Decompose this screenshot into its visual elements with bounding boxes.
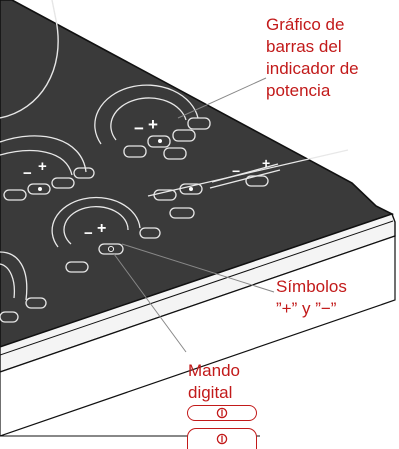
power-bar-graph-outer bbox=[94, 84, 199, 145]
control-symbol bbox=[38, 187, 42, 191]
symbols-label-line: Símbolos bbox=[276, 277, 347, 296]
control-pill bbox=[147, 135, 171, 148]
panel-divider bbox=[147, 149, 349, 197]
control-pill bbox=[27, 183, 51, 195]
control-pill bbox=[25, 297, 47, 309]
power-bar-graph-outer bbox=[0, 135, 87, 173]
control-symbol bbox=[158, 139, 162, 143]
power-symbol-icon bbox=[216, 407, 228, 419]
minus-plus-bar bbox=[209, 169, 281, 189]
symbols-label: Símbolos ”+” y ”−” bbox=[276, 276, 396, 320]
minus-symbol-icon: − bbox=[134, 119, 144, 138]
control-pill bbox=[3, 189, 27, 201]
control-pill bbox=[98, 243, 124, 255]
symbols-label-line: ”+” y ”−” bbox=[276, 299, 337, 318]
power-bar-graph-inner bbox=[0, 149, 73, 176]
power-indicator-label-line: barras del bbox=[266, 37, 342, 56]
digital-control-label-line: Mando bbox=[188, 361, 240, 380]
cooktop-base-frame bbox=[0, 235, 396, 437]
control-pill bbox=[187, 117, 211, 130]
power-bar-graph-outer bbox=[0, 251, 28, 301]
power-bar-graph-inner bbox=[110, 97, 187, 141]
control-pill bbox=[0, 311, 19, 323]
digital-control-button bbox=[187, 405, 257, 421]
control-pill bbox=[172, 129, 196, 142]
control-group-center bbox=[51, 196, 161, 273]
control-group-lower-left bbox=[0, 251, 47, 323]
power-indicator-label-line: indicador de bbox=[266, 59, 359, 78]
control-pill bbox=[51, 177, 75, 189]
control-group-left bbox=[0, 135, 95, 201]
power-symbol-icon bbox=[216, 433, 228, 445]
digital-control-label: Mando digital bbox=[188, 360, 268, 404]
control-pill bbox=[123, 145, 147, 158]
power-symbol-icon bbox=[107, 245, 115, 253]
power-bar-graph-outer bbox=[51, 196, 141, 248]
plus-symbol-icon: + bbox=[148, 115, 158, 134]
digital-control-label-line: digital bbox=[188, 383, 233, 402]
control-group-right bbox=[94, 84, 211, 160]
power-indicator-label-line: potencia bbox=[266, 81, 331, 100]
control-pill bbox=[139, 227, 161, 239]
burner-large-outline bbox=[0, 0, 59, 119]
minus-symbol-icon: − bbox=[232, 163, 240, 179]
cooktop-glass-surface bbox=[0, 0, 395, 348]
minus-symbol-icon: − bbox=[84, 225, 93, 242]
callout-line-symbols bbox=[121, 243, 275, 293]
callout-line-power-indicator bbox=[177, 77, 267, 119]
control-group-panel bbox=[147, 149, 349, 219]
control-pill bbox=[65, 261, 89, 273]
plus-symbol-icon: + bbox=[262, 155, 270, 171]
power-indicator-label-line: Gráfico de bbox=[266, 15, 345, 34]
control-pill bbox=[169, 207, 195, 219]
digital-control-button bbox=[187, 428, 257, 449]
control-pill bbox=[163, 147, 187, 160]
power-bar-graph-inner bbox=[0, 263, 16, 299]
minus-symbol-icon: − bbox=[23, 165, 32, 182]
control-symbol bbox=[189, 187, 193, 191]
power-indicator-label: Gráfico de barras del indicador de poten… bbox=[266, 14, 396, 102]
control-pill bbox=[245, 175, 269, 187]
plus-symbol-icon: + bbox=[97, 220, 106, 237]
control-pill bbox=[73, 167, 95, 179]
callout-line-digital-control bbox=[113, 253, 187, 353]
frame-edge-line bbox=[0, 220, 394, 356]
power-bar-graph-inner bbox=[63, 206, 129, 245]
plus-symbol-icon: + bbox=[38, 158, 47, 175]
